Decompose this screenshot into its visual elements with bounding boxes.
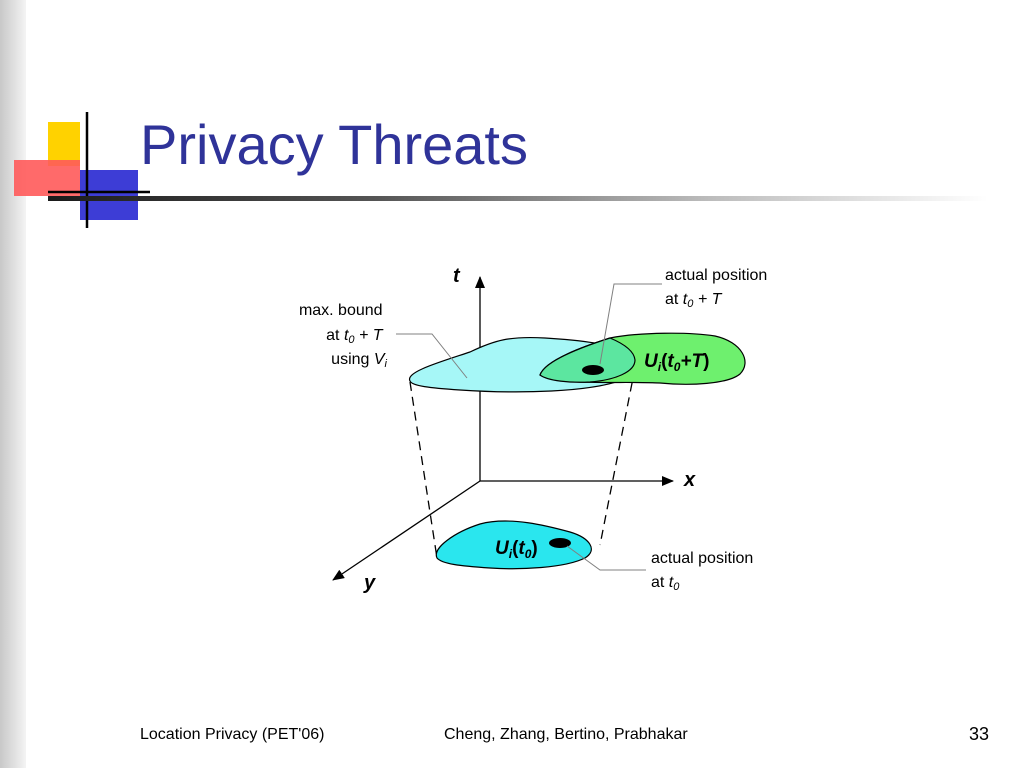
leader-actual-top: [599, 283, 662, 365]
t-axis-label: t: [453, 265, 461, 287]
projection-line-left-outer: [409, 381, 438, 559]
actual-position-bottom-marker: [549, 538, 571, 548]
actual-position-top-line1: actual position: [665, 267, 767, 284]
actual-position-top-line2: at t0 + T: [665, 291, 723, 310]
region-ui-t0-label: Ui(t0): [495, 538, 538, 561]
leader-actual-bottom: [566, 545, 646, 571]
y-axis: [332, 480, 481, 581]
region-ui-t0: [435, 520, 592, 570]
actual-position-bottom-label: actual position at t0: [651, 550, 758, 593]
overlap-region: [539, 337, 636, 383]
actual-position-top-label: actual position at t0 + T: [665, 267, 772, 310]
max-bound-label-line2: at t0 + T: [326, 327, 384, 346]
slide-logo-decoration: [14, 112, 150, 228]
projection-line-right-outer: [599, 367, 636, 546]
actual-position-top-marker: [582, 365, 604, 375]
region-ui-t0-plus-t-label: Ui(t0+T): [644, 351, 709, 374]
page-number: 33: [969, 724, 990, 744]
max-bound-label-line1: max. bound: [299, 302, 383, 319]
slide-title: Privacy Threats: [140, 113, 528, 176]
y-axis-label: y: [363, 572, 376, 594]
max-bound-label-line3: using Vi: [331, 351, 387, 370]
leader-max-bound: [396, 333, 468, 379]
footer-left-text: Location Privacy (PET'06): [140, 726, 325, 743]
x-axis-label: x: [683, 469, 696, 491]
actual-position-bottom-line2: at t0: [651, 574, 680, 593]
footer-authors: Cheng, Zhang, Bertino, Prabhakar: [444, 726, 688, 743]
actual-position-bottom-line1: actual position: [651, 550, 753, 567]
title-underline: [48, 196, 988, 201]
max-bound-label: max. bound at t0 + T using Vi: [299, 302, 388, 370]
left-gradient-bar: [0, 0, 26, 768]
